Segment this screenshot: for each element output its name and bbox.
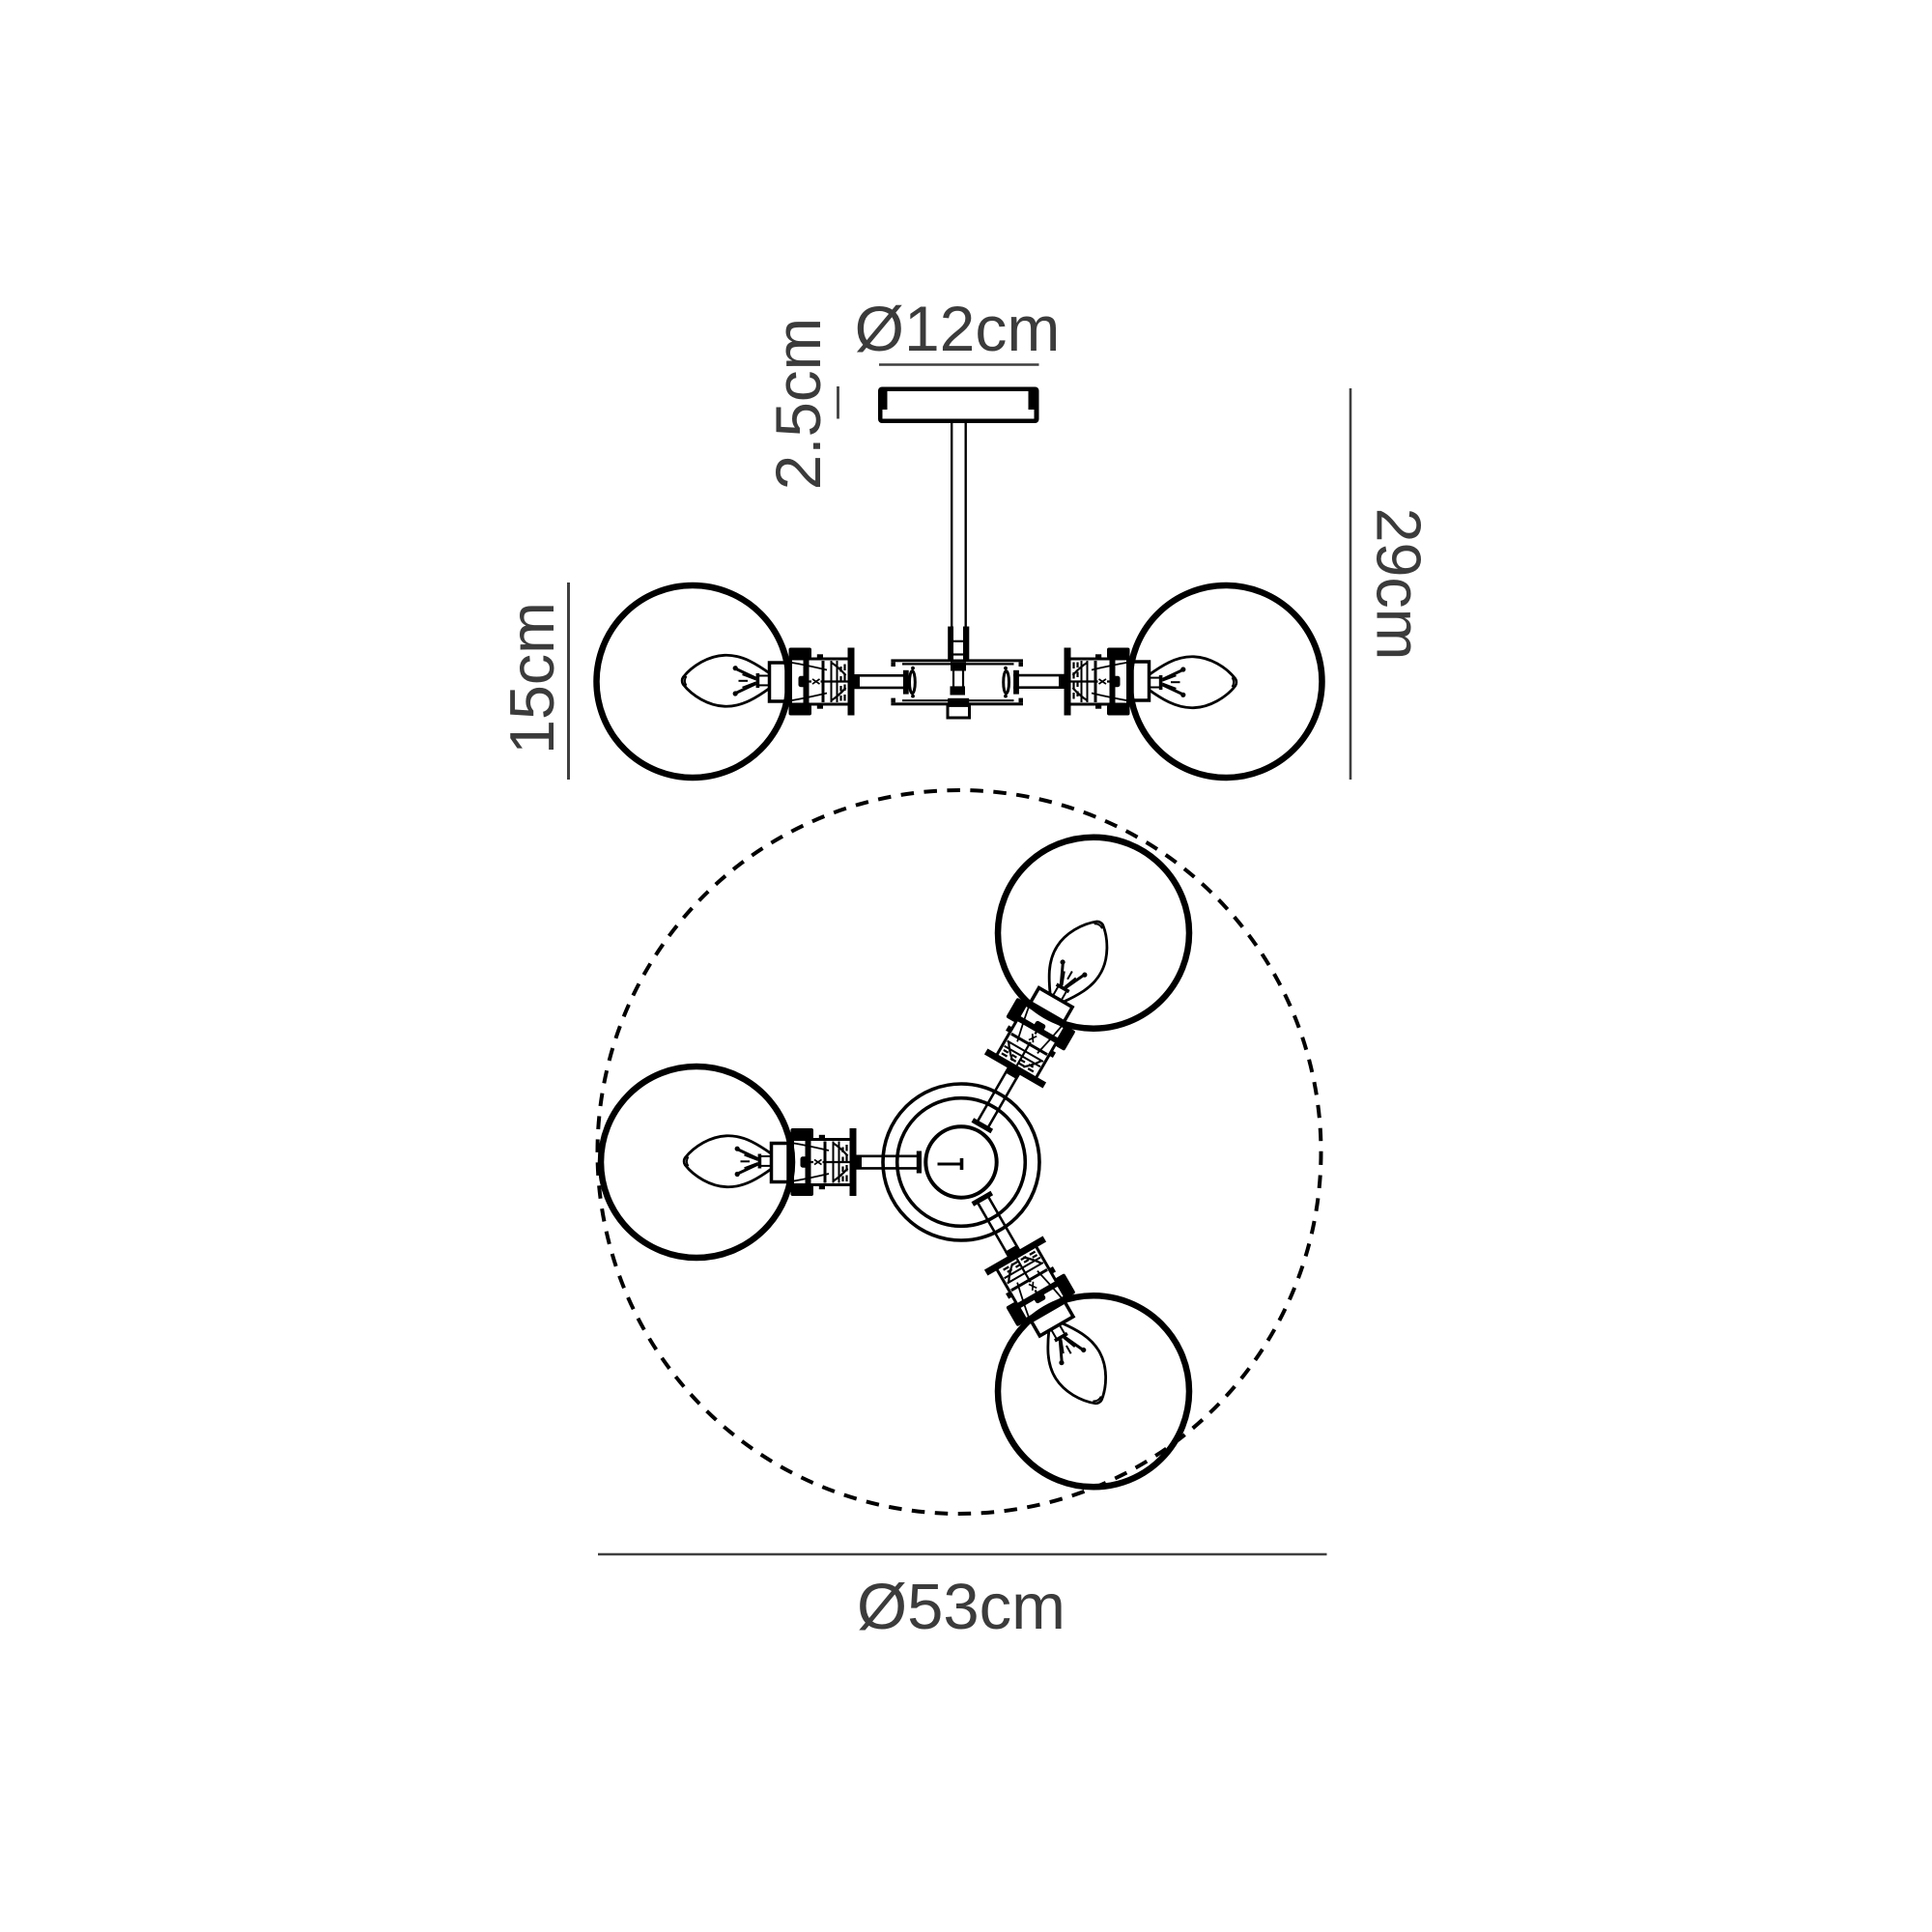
svg-text:Ø53cm: Ø53cm	[857, 1571, 1065, 1643]
svg-text:15cm: 15cm	[497, 602, 567, 754]
svg-text:29cm: 29cm	[1364, 508, 1434, 661]
svg-text:Ø12cm: Ø12cm	[855, 293, 1061, 364]
svg-text:2.5cm: 2.5cm	[763, 318, 834, 490]
